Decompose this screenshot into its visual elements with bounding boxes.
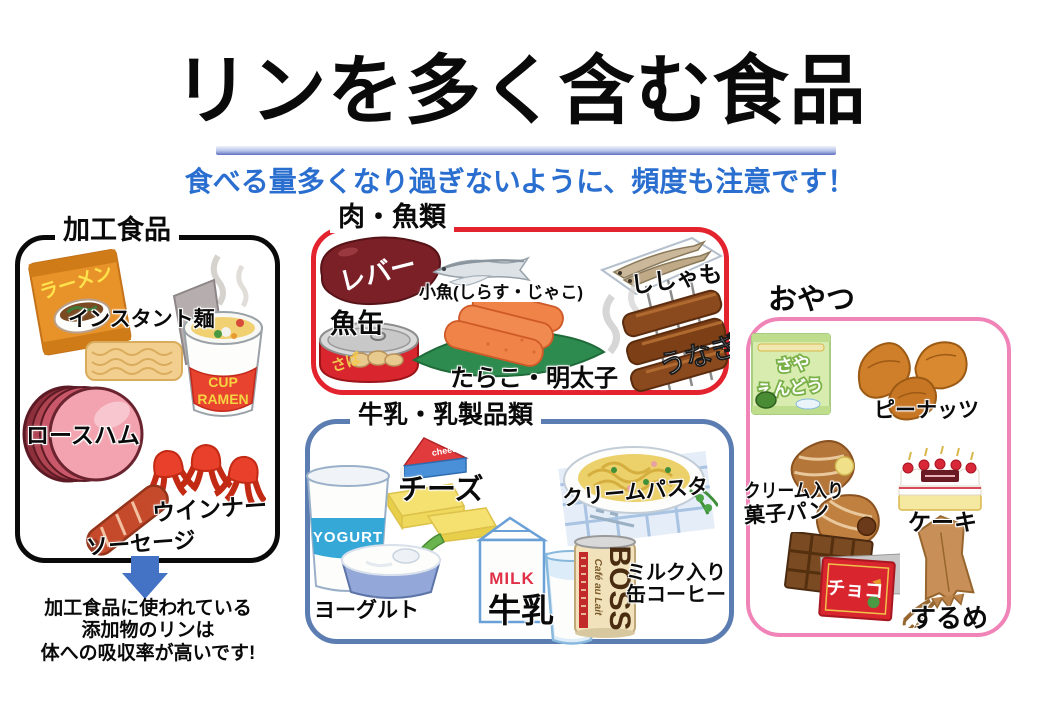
cod-roe-label: たらこ・明太子 bbox=[450, 365, 618, 392]
down-arrow-head-icon bbox=[122, 573, 168, 599]
cream-bun-label-line-1: クリーム入り bbox=[744, 481, 844, 502]
yogurt-label: ヨーグルト bbox=[314, 599, 419, 622]
shishamo-illustration bbox=[594, 228, 726, 306]
coffee-can-brand-text: BOSS bbox=[603, 545, 636, 630]
down-arrow-icon bbox=[131, 556, 159, 573]
meat-fish-box-label: 肉・魚類 bbox=[330, 202, 454, 233]
cheese-illustration: cheese bbox=[380, 432, 506, 542]
snacks-box-label: おやつ bbox=[760, 284, 864, 317]
cod-roe-illustration bbox=[410, 302, 608, 390]
unagi-illustration: うなぎ bbox=[584, 268, 730, 396]
cup-ramen-illustration: CUP RAMEN bbox=[156, 248, 268, 434]
cup-ramen-text-1: CUP bbox=[208, 374, 238, 390]
cream-bun-label-line-2: 菓子パン bbox=[743, 499, 830, 528]
small-fish-illustration bbox=[428, 246, 548, 292]
ramen-packet-illustration: ラーメン bbox=[20, 242, 143, 365]
chocolate-illustration: チョコ bbox=[782, 532, 900, 628]
page-subtitle: 食べる量多くなり過ぎないように、頻度も注意です！ bbox=[184, 166, 856, 197]
title-underline bbox=[216, 146, 836, 155]
coffee-label-line-1: ミルク入り bbox=[626, 562, 726, 584]
cheese-label: チーズ bbox=[398, 474, 484, 506]
ham-illustration bbox=[20, 383, 150, 485]
page-title: リンを多く含む食品 bbox=[173, 49, 867, 134]
cream-pasta-illustration bbox=[550, 424, 718, 546]
peanuts-illustration bbox=[848, 338, 976, 436]
noodle-block-illustration bbox=[84, 338, 184, 384]
choco-label: チョコ bbox=[826, 578, 884, 603]
sausage-illustration bbox=[78, 473, 178, 565]
yogurt-cup-text: YOGURT bbox=[313, 529, 383, 546]
cake-label: ケーキ bbox=[908, 509, 977, 535]
snack-bag-text-1: さや bbox=[775, 354, 811, 376]
coffee-label-line-2: 缶コーヒー bbox=[626, 584, 726, 606]
surume-label: するめ bbox=[910, 603, 989, 633]
canned-fish-illustration: さば bbox=[316, 316, 422, 392]
milk-label: 牛乳 bbox=[488, 592, 554, 629]
liver-illustration: レバー bbox=[312, 230, 450, 318]
surume-illustration bbox=[896, 512, 996, 628]
small-fish-label: 小魚(しらす・じゃこ) bbox=[419, 283, 583, 302]
note-line-2: 添加物のリンは bbox=[81, 620, 215, 642]
yogurt-bowl-illustration bbox=[336, 532, 446, 608]
note-line-1: 加工食品に使われている bbox=[44, 598, 252, 619]
cup-ramen-text-2: RAMEN bbox=[197, 391, 248, 407]
processed-foods-box-label: 加工食品 bbox=[55, 215, 179, 246]
pea-snack-bag-illustration: さや えんどう bbox=[746, 326, 836, 420]
peanuts-label: ピーナッツ bbox=[874, 399, 979, 422]
ham-label: ロースハム bbox=[26, 422, 140, 448]
canned-fish-label: 魚缶 bbox=[330, 309, 384, 339]
dairy-box-label: 牛乳・乳製品類 bbox=[350, 401, 542, 430]
processed-foods-note: 加工食品に使われている 添加物のリンは 体への吸収率が高いです! bbox=[8, 598, 288, 665]
coffee-can-sub-text: Café au Lait bbox=[592, 559, 603, 616]
instant-noodle-label: インスタント麺 bbox=[68, 308, 215, 331]
milk-carton-text: MILK bbox=[489, 569, 535, 588]
coffee-can-illustration: BOSS Café au Lait bbox=[570, 532, 640, 640]
cake-illustration bbox=[893, 442, 987, 526]
milk-carton-illustration: MILK bbox=[470, 508, 554, 628]
cream-bun-illustration bbox=[780, 436, 896, 548]
note-line-3: 体への吸収率が高いです! bbox=[40, 642, 256, 664]
